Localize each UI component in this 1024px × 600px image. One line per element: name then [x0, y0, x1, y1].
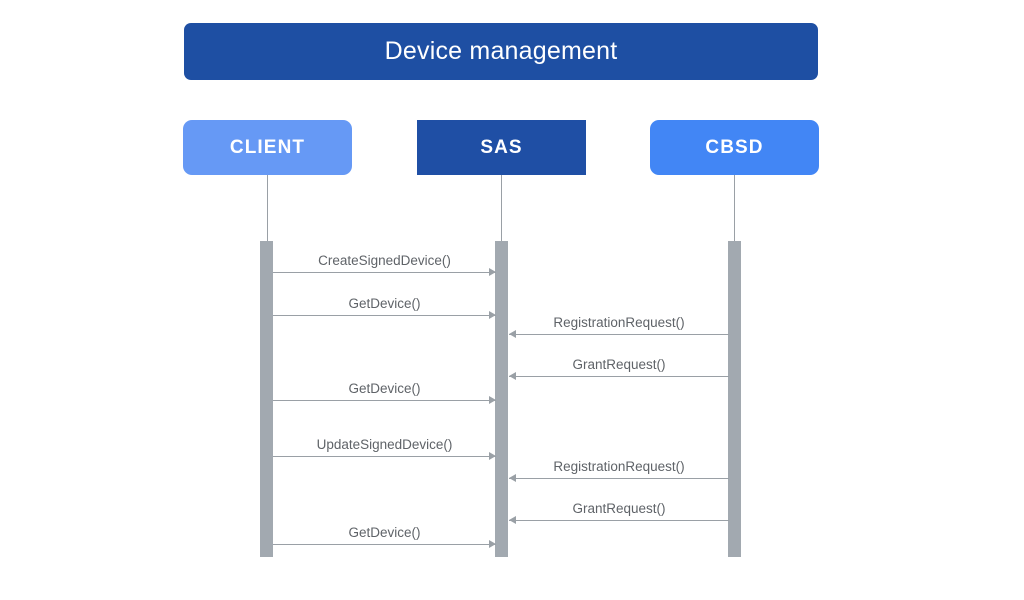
arrow-head-right-icon: [489, 268, 496, 276]
arrow-line: [273, 544, 496, 545]
message-arrow[interactable]: GetDevice(): [273, 381, 496, 404]
message-arrow[interactable]: CreateSignedDevice(): [273, 253, 496, 276]
arrow-head-left-icon: [509, 474, 516, 482]
message-label: UpdateSignedDevice(): [316, 436, 453, 452]
message-label: RegistrationRequest(): [553, 458, 685, 474]
arrow-head-right-icon: [489, 311, 496, 319]
message-arrow[interactable]: GetDevice(): [273, 296, 496, 319]
arrow-line: [509, 334, 729, 335]
message-arrow[interactable]: GrantRequest(): [509, 501, 729, 524]
participant-cbsd-label: CBSD: [705, 137, 764, 158]
arrow-line: [273, 400, 496, 401]
arrow-head-right-icon: [489, 396, 496, 404]
arrow-head-left-icon: [509, 516, 516, 524]
participant-client-label: CLIENT: [229, 137, 306, 158]
arrow-head-left-icon: [509, 330, 516, 338]
arrow-line: [509, 376, 729, 377]
arrow-line: [509, 520, 729, 521]
message-label: CreateSignedDevice(): [318, 252, 451, 268]
message-arrow[interactable]: RegistrationRequest(): [509, 315, 729, 338]
participant-cbsd[interactable]: CBSD: [650, 120, 819, 175]
participant-sas[interactable]: SAS: [417, 120, 586, 175]
message-label: GrantRequest(): [572, 356, 666, 372]
participant-sas-label: SAS: [480, 137, 523, 158]
arrow-line: [273, 315, 496, 316]
arrow-head-right-icon: [489, 452, 496, 460]
message-label: GetDevice(): [348, 295, 421, 311]
activation-bar-client: [260, 241, 273, 557]
message-label: GrantRequest(): [572, 500, 666, 516]
message-label: GetDevice(): [348, 524, 421, 540]
message-arrow[interactable]: GetDevice(): [273, 525, 496, 548]
message-label: GetDevice(): [348, 380, 421, 396]
diagram-title: Device management: [384, 37, 618, 65]
lifeline-sas: [501, 175, 502, 241]
arrow-head-right-icon: [489, 540, 496, 548]
diagram-title-banner: Device management: [184, 23, 818, 80]
message-arrow[interactable]: GrantRequest(): [509, 357, 729, 380]
arrow-line: [273, 272, 496, 273]
message-arrow[interactable]: UpdateSignedDevice(): [273, 437, 496, 460]
arrow-line: [509, 478, 729, 479]
lifeline-cbsd: [734, 175, 735, 241]
arrow-line: [273, 456, 496, 457]
message-arrow[interactable]: RegistrationRequest(): [509, 459, 729, 482]
activation-bar-cbsd: [728, 241, 741, 557]
lifeline-client: [267, 175, 268, 241]
activation-bar-sas: [495, 241, 508, 557]
message-label: RegistrationRequest(): [553, 314, 685, 330]
arrow-head-left-icon: [509, 372, 516, 380]
participant-client[interactable]: CLIENT: [183, 120, 352, 175]
